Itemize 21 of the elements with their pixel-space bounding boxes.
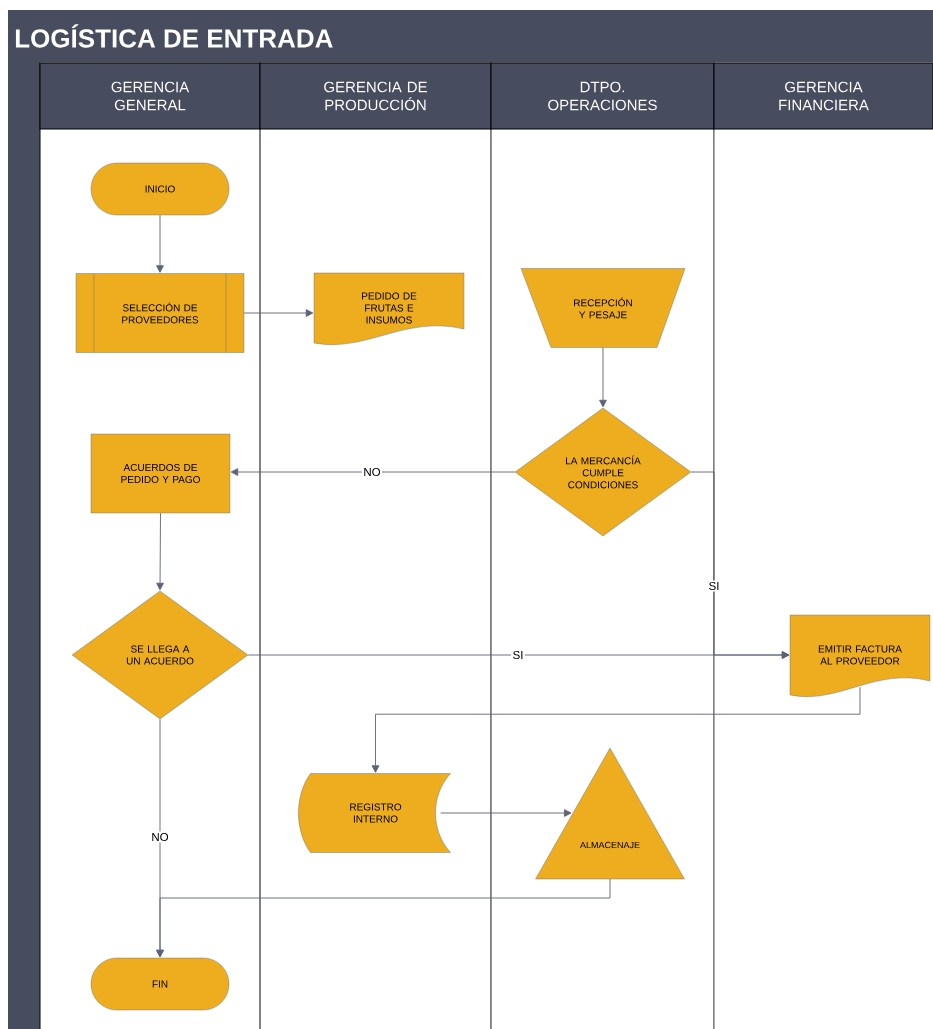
edge-label: SI	[707, 580, 721, 592]
lane-header: GERENCIA DE PRODUCCIÓN	[259, 62, 492, 130]
arrow	[156, 878, 611, 958]
process-box: ACUERDOS DE PEDIDO Y PAGO	[90, 433, 231, 514]
arrow	[156, 512, 164, 591]
edge-label: NO	[149, 831, 171, 843]
edge-label: NO	[361, 466, 383, 478]
storage-triangle: ALMACENAJE	[535, 747, 685, 880]
arrow	[440, 809, 572, 817]
arrow	[156, 214, 164, 273]
manual-operation-trapezoid: RECEPCIÓN Y PESAJE	[520, 268, 686, 348]
lane-header: GERENCIA FINANCIERA	[713, 62, 933, 130]
arrow	[230, 468, 516, 476]
edge-label: SI	[511, 649, 525, 661]
predefined-process-box: SELECCIÓN DE PROVEEDORES	[75, 273, 245, 353]
lane-header: GERENCIA GENERAL	[39, 62, 261, 130]
arrow	[247, 651, 790, 659]
arrow	[599, 347, 607, 408]
lane-header: DTPO. OPERACIONES	[490, 62, 715, 130]
arrow	[243, 309, 314, 317]
arrow	[371, 686, 861, 773]
